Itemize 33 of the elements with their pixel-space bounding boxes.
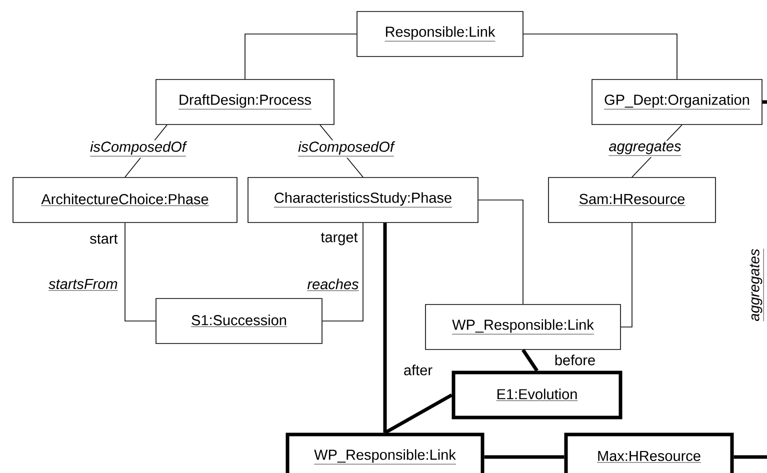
- object-box: DraftDesign:Process: [156, 79, 334, 125]
- object-box: S1:Succession: [156, 298, 322, 344]
- connector: [478, 200, 524, 304]
- object-box: CharacteristicsStudy:Phase: [248, 177, 478, 223]
- edge-label: aggregates: [608, 140, 682, 158]
- object-box: ArchitectureChoice:Phase: [12, 177, 238, 223]
- connector: [124, 222, 156, 322]
- role-label: start: [90, 234, 118, 244]
- connector: [523, 34, 678, 80]
- edge-label: reaches: [306, 278, 360, 292]
- connector: [322, 222, 364, 322]
- connector: [620, 222, 632, 328]
- object-box: WP_Responsible:Link: [286, 432, 484, 473]
- edge-label: after: [402, 364, 434, 376]
- connector: [522, 348, 538, 372]
- object-box: WP_Responsible:Link: [425, 304, 621, 350]
- object-box: Sam:HResource: [548, 177, 716, 223]
- object-box: E1:Evolution: [452, 370, 622, 420]
- object-box: Responsible:Link: [356, 11, 524, 57]
- association-label: aggregates: [750, 248, 764, 322]
- connector: [384, 393, 453, 434]
- connector: [244, 34, 357, 80]
- object-box: GP_Dept:Organization: [592, 79, 762, 125]
- connector: [762, 100, 767, 104]
- connector: [734, 455, 767, 459]
- object-box: Max:HResource: [564, 432, 734, 473]
- connector: [484, 455, 564, 459]
- edge-label: isComposedOf: [297, 140, 396, 158]
- edge-label: isComposedOf: [89, 140, 188, 158]
- role-label: target: [320, 232, 358, 246]
- edge-label: startsFrom: [48, 278, 119, 292]
- edge-label: before: [553, 354, 597, 366]
- connector: [383, 222, 387, 433]
